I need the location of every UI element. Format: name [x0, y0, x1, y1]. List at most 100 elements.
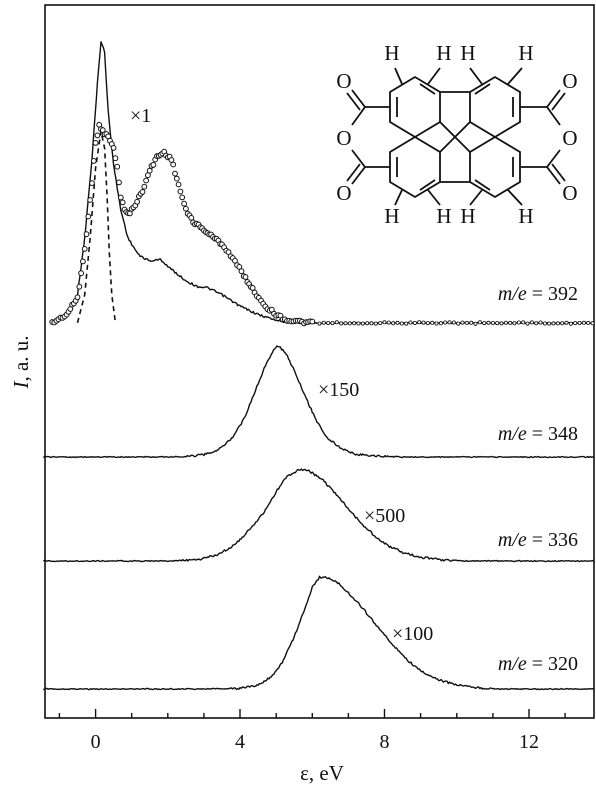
atom-h-6: H — [436, 204, 451, 228]
atom-h-4: H — [518, 41, 533, 65]
data-point-marker — [114, 163, 121, 170]
anh-r-3b — [551, 92, 566, 111]
dbl-5 — [419, 83, 436, 95]
data-point-marker — [347, 321, 352, 326]
data-point-marker — [81, 246, 88, 252]
data-point-marker — [378, 321, 383, 326]
plot-frame — [44, 4, 595, 719]
data-point-marker — [78, 270, 84, 277]
atom-o-2: O — [336, 126, 351, 150]
h-bond-7 — [469, 189, 483, 206]
x-tick-label: 12 — [519, 731, 539, 753]
anh-l-3 — [351, 89, 366, 108]
marker-layer — [49, 121, 595, 327]
data-point-marker — [503, 320, 508, 325]
data-point-marker — [551, 321, 556, 326]
data-point-marker — [80, 258, 86, 265]
series-label-var: m/e — [498, 283, 527, 305]
h-bond-1 — [394, 67, 403, 85]
data-point-marker — [542, 321, 547, 326]
data-point-marker — [525, 321, 530, 326]
data-point-marker — [451, 320, 456, 325]
data-point-marker — [495, 321, 500, 326]
data-point-marker — [547, 321, 552, 326]
data-point-marker — [352, 321, 357, 326]
data-point-marker — [134, 198, 141, 205]
data-point-marker — [581, 320, 586, 325]
series-label-var: m/e — [498, 653, 527, 675]
data-point-marker — [564, 320, 569, 325]
series-label-5: m/e = 336 — [498, 529, 578, 551]
series-label-value: = 320 — [527, 653, 578, 675]
data-point-marker — [365, 321, 370, 326]
bond-c6 — [454, 136, 471, 153]
data-point-marker — [473, 321, 478, 326]
data-point-marker — [356, 321, 361, 326]
data-point-marker — [334, 320, 339, 325]
data-point-marker — [117, 194, 124, 201]
data-point-marker — [430, 320, 435, 325]
series-layer — [42, 41, 595, 691]
atom-o-1: O — [336, 69, 351, 93]
data-point-marker — [560, 321, 565, 326]
data-point-marker — [110, 145, 117, 151]
series-label-value: = 336 — [527, 529, 578, 551]
data-point-marker — [399, 321, 404, 326]
data-point-marker — [391, 321, 396, 326]
data-point-marker — [317, 321, 322, 326]
data-point-marker — [343, 321, 348, 326]
data-point-marker — [577, 320, 582, 325]
data-point-marker — [499, 321, 504, 326]
data-point-marker — [83, 231, 90, 238]
atom-o-3: O — [336, 181, 351, 205]
anh-r-4 — [546, 166, 561, 185]
x-axis-label: ε, eV — [300, 761, 344, 785]
series-label-6: m/e = 320 — [498, 653, 578, 675]
data-point-marker — [112, 155, 119, 162]
data-point-marker — [408, 320, 413, 325]
multiplier-label-4: ×150 — [318, 379, 359, 401]
data-point-marker — [238, 268, 245, 275]
atom-h-1: H — [384, 41, 399, 65]
series-line-4 — [42, 345, 595, 459]
data-point-marker — [143, 177, 150, 184]
h-bond-6 — [427, 189, 441, 206]
data-point-marker — [249, 285, 256, 291]
anh-l-5 — [351, 106, 366, 126]
data-point-marker — [464, 320, 469, 325]
series-label-value: = 392 — [527, 283, 578, 305]
h-bond-4 — [507, 67, 523, 85]
series-label-4: m/e = 348 — [498, 423, 578, 445]
atom-h-8: H — [518, 204, 533, 228]
data-point-marker — [538, 320, 543, 325]
data-point-marker — [421, 320, 426, 325]
data-point-marker — [369, 321, 374, 326]
data-point-marker — [330, 321, 335, 326]
data-point-marker — [179, 194, 186, 201]
data-point-marker — [74, 294, 81, 301]
data-point-marker — [85, 213, 92, 220]
data-point-marker — [90, 158, 97, 164]
data-point-marker — [460, 320, 465, 325]
anh-l-3b — [346, 92, 361, 111]
data-point-marker — [177, 188, 184, 195]
h-bond-3 — [469, 67, 483, 85]
y-axis-label: I, a. u. — [9, 335, 33, 389]
data-point-marker — [482, 321, 487, 326]
x-tick-label: 0 — [91, 731, 101, 753]
data-point-marker — [87, 197, 93, 203]
anh-l-6 — [351, 149, 366, 168]
y-axis-label-var: I — [9, 381, 33, 390]
data-point-marker — [339, 321, 344, 326]
data-point-marker — [434, 321, 439, 326]
data-point-marker — [395, 320, 400, 325]
data-point-marker — [309, 318, 316, 325]
series-line-3 — [76, 130, 117, 323]
multiplier-label-5: ×500 — [364, 505, 405, 527]
data-point-marker — [438, 321, 443, 326]
data-point-marker — [386, 320, 391, 325]
data-point-marker — [412, 320, 417, 325]
